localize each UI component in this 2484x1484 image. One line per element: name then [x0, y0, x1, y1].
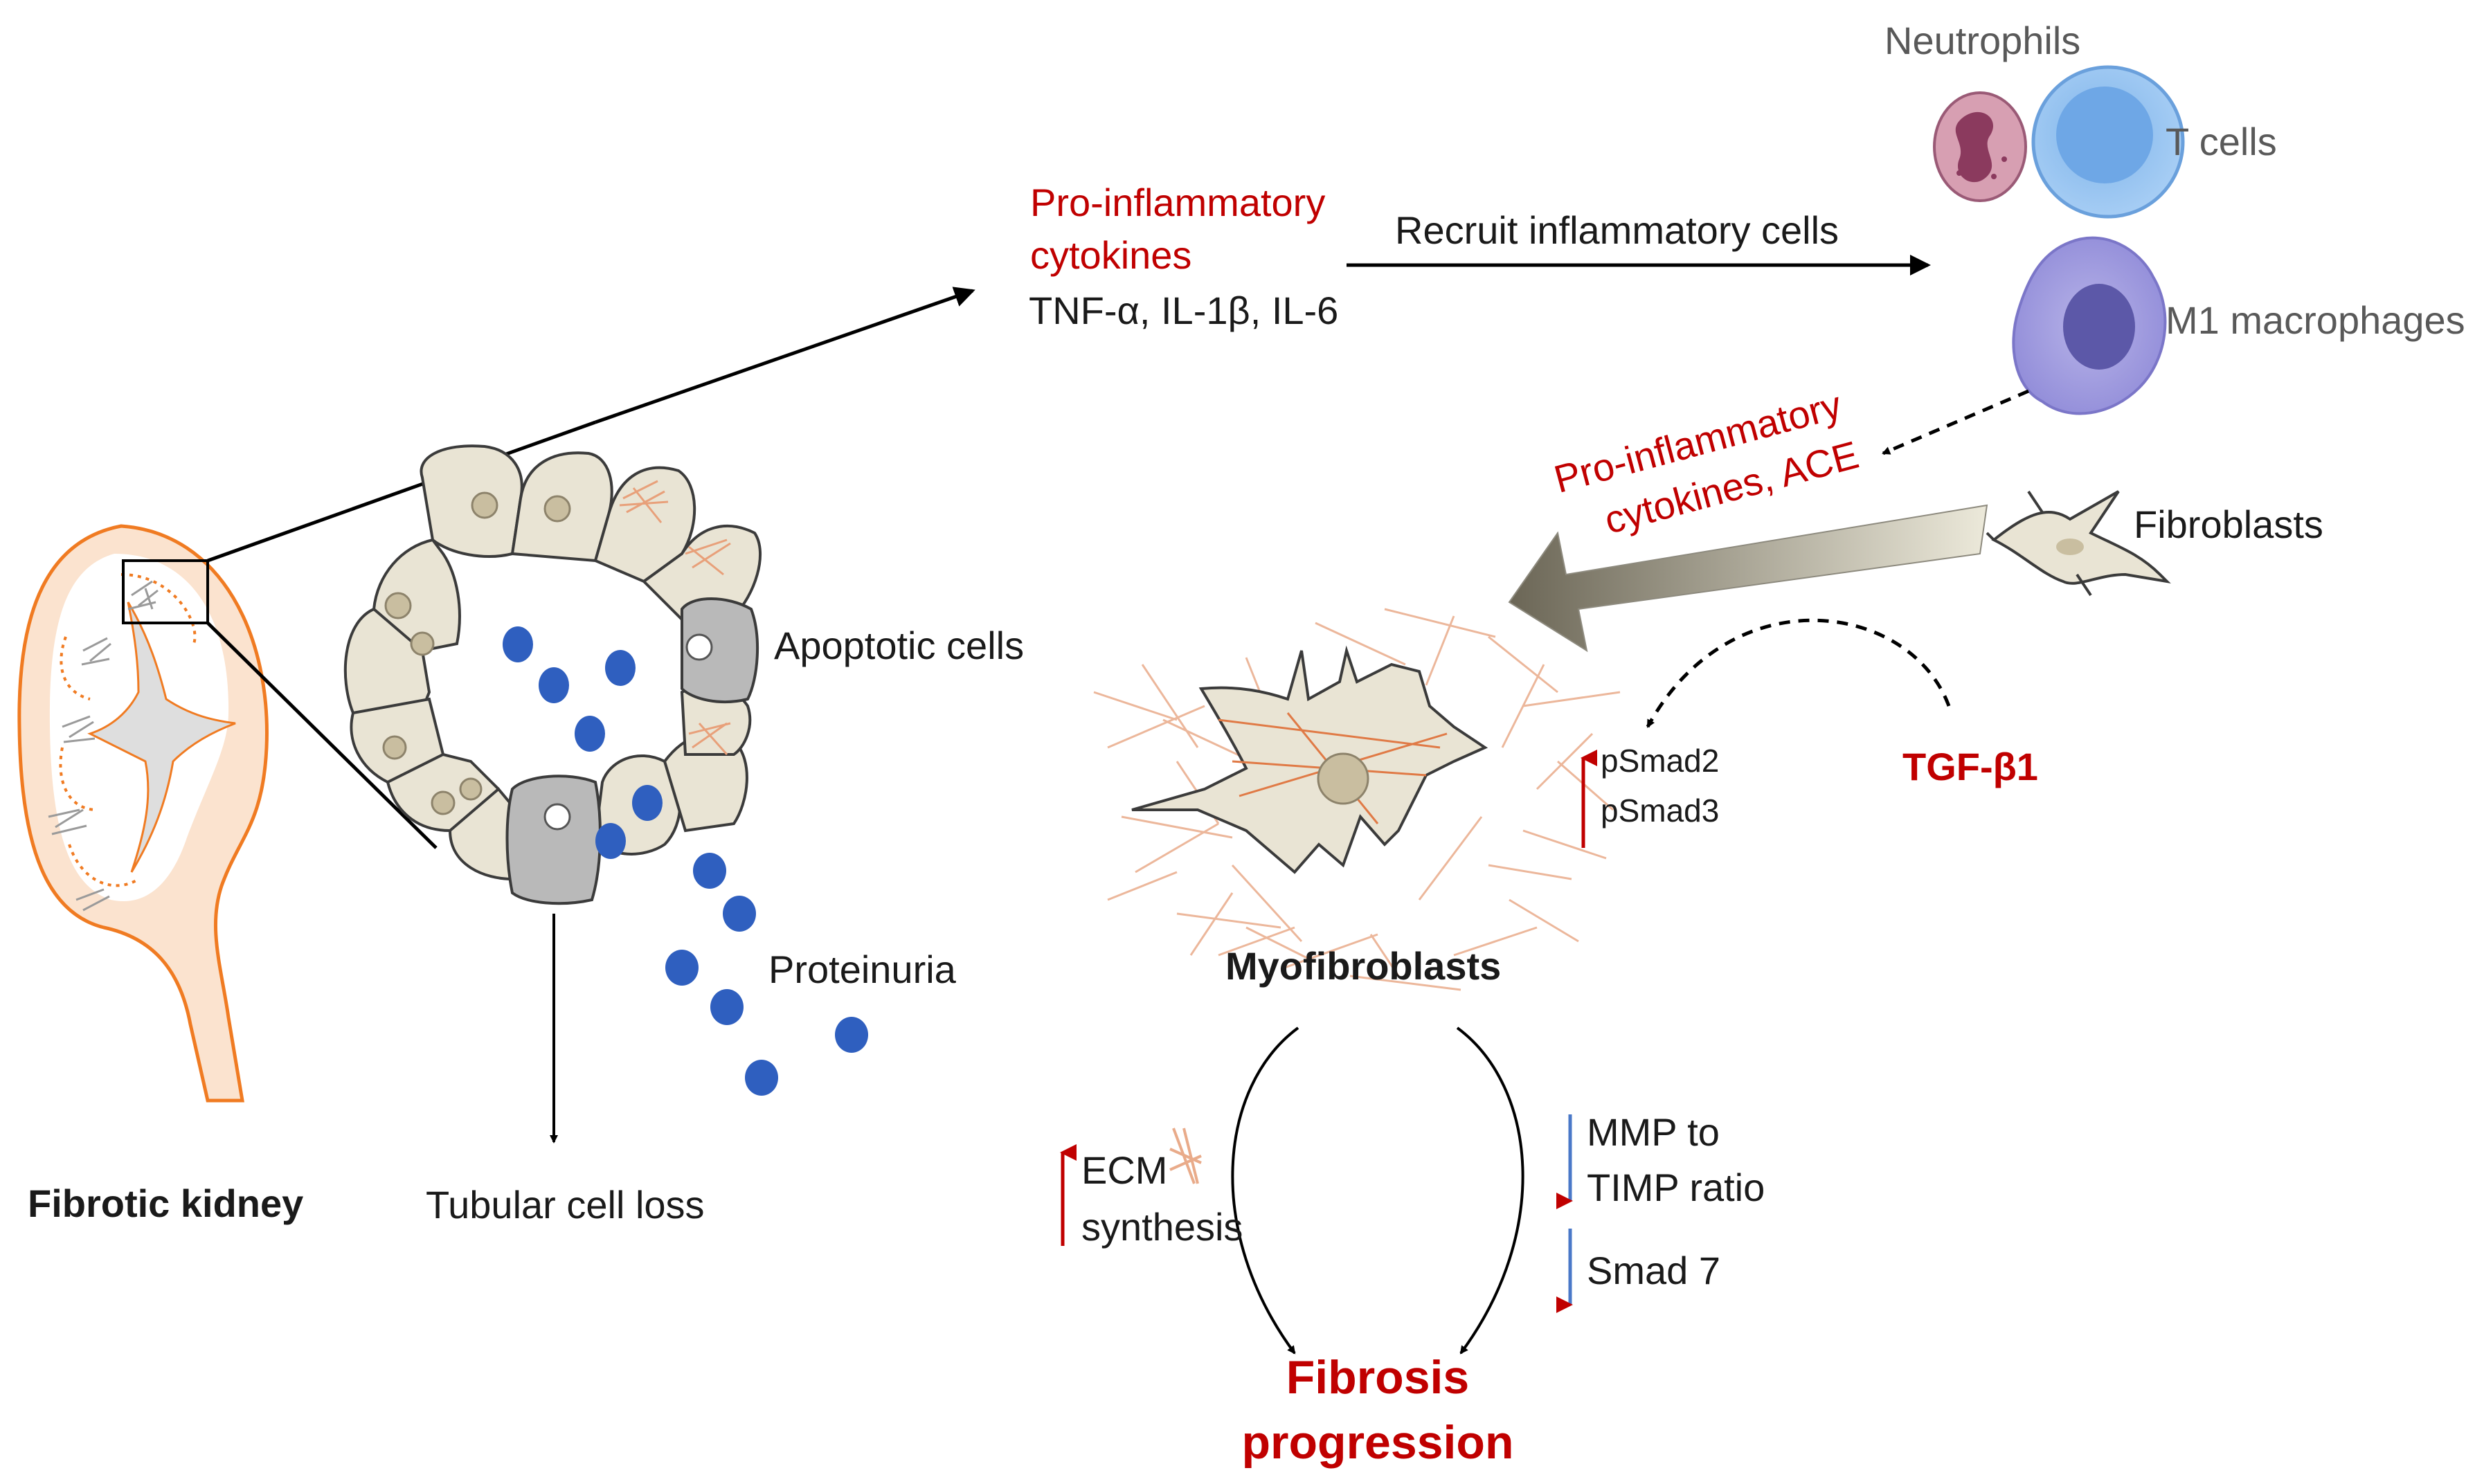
pro-inflammatory-label-2: cytokines	[1030, 233, 1191, 277]
fibroblasts-label: Fibroblasts	[2134, 503, 2323, 546]
pro-inflammatory-label-1: Pro-inflammatory	[1030, 181, 1325, 224]
zoom-box	[122, 559, 209, 624]
fibrotic-kidney-label: Fibrotic kidney	[28, 1182, 303, 1225]
m1-macrophage-icon	[2012, 236, 2167, 415]
smad7-label: Smad 7	[1587, 1249, 1720, 1292]
kidney-illustration	[17, 420, 596, 1103]
neutrophils-label: Neutrophils	[1884, 19, 2080, 62]
tubular-cell-loss-label: Tubular cell loss	[426, 1183, 705, 1227]
psmad2-label: pSmad2	[1601, 743, 1719, 779]
right-curve-to-fibrosis	[1456, 1026, 1524, 1355]
fibroblast-icon	[1986, 490, 2171, 597]
t-cell-icon	[2031, 65, 2185, 219]
myofibroblasts-label: Myofibroblasts	[1225, 944, 1501, 988]
ecm-fiber-icon	[1169, 1128, 1202, 1184]
ecm-label-2: synthesis	[1081, 1205, 1243, 1249]
psmad3-label: pSmad3	[1601, 793, 1719, 829]
proteinuria-label: Proteinuria	[768, 948, 957, 991]
arrow-to-cytokines	[595, 287, 975, 424]
differentiation-arrow	[1508, 504, 1988, 653]
tgf-dashed-arrow	[1646, 618, 1951, 728]
mmp-label-2: TIMP ratio	[1587, 1166, 1765, 1209]
ecm-label-1: ECM	[1081, 1148, 1167, 1192]
cytokine-list-label: TNF-α, IL-1β, IL-6	[1029, 289, 1338, 332]
m1-macrophages-label: M1 macrophages	[2166, 298, 2465, 342]
tgf-b1-label: TGF-β1	[1902, 745, 2038, 788]
recruit-label: Recruit inflammatory cells	[1395, 208, 1839, 252]
t-cells-label: T cells	[2166, 120, 2277, 163]
macrophage-dashed-arrow	[1882, 389, 2029, 455]
apoptotic-cells-label: Apoptotic cells	[774, 624, 1024, 667]
mmp-label-1: MMP to	[1587, 1110, 1720, 1154]
left-curve-to-fibrosis	[1231, 1026, 1299, 1355]
neutrophil-icon	[1933, 91, 2027, 202]
fibrosis-label-1: Fibrosis	[1286, 1351, 1470, 1404]
myofibroblast-illustration	[1093, 608, 1621, 991]
tubule-cross-section	[343, 444, 762, 905]
fibrosis-label-2: progression	[1242, 1416, 1514, 1469]
proteinuria-dots	[665, 853, 868, 1096]
